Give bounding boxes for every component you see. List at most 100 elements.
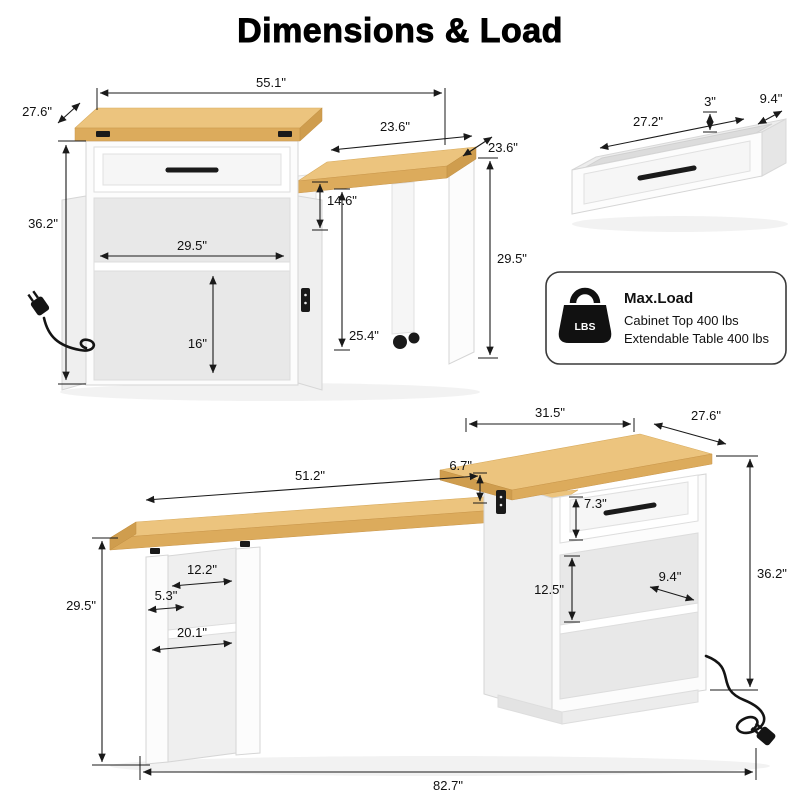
dim-label: 3" — [704, 94, 716, 109]
dim-interior-width: 29.5" — [99, 238, 285, 260]
dim-drawer-height: 7.3" — [569, 496, 607, 541]
power-socket-strip — [301, 288, 310, 312]
dim-label: 23.6" — [380, 119, 410, 134]
desk-diagram: 31.5" 27.6" 6.7" 7.3" 51.2" 12.5" — [66, 405, 787, 793]
dim-label: 23.6" — [488, 140, 518, 155]
weight-body — [558, 305, 612, 343]
support-left-panel — [145, 554, 169, 765]
handle-mount — [603, 510, 609, 516]
power-plug-icon — [27, 290, 50, 316]
plug-body — [30, 296, 50, 316]
cabinet-wood-top-front-edge — [511, 453, 713, 501]
max-load-heading: Max.Load — [624, 290, 693, 307]
handle-mount — [651, 502, 657, 508]
dim-overall-length: 82.7" — [139, 748, 757, 793]
socket-dot — [304, 293, 307, 297]
desk-tabletop-end — [109, 521, 137, 551]
power-cord — [42, 316, 96, 352]
dim-upper-shelf-height: 12.5" — [534, 555, 580, 623]
handle-mount — [691, 165, 697, 171]
dim-label: 9.4" — [659, 569, 682, 584]
bracket — [150, 548, 160, 554]
dim-label: 55.1" — [256, 75, 286, 90]
support-right-panel — [235, 546, 261, 756]
dim-cabinet-height: 36.2" — [710, 455, 787, 691]
caster-wheel — [408, 332, 420, 344]
dim-label: 29.5" — [177, 238, 207, 253]
weight-icon: LBS — [558, 287, 612, 343]
table-right-leg — [448, 157, 475, 365]
dim-cabinet-top-depth: 27.6" — [653, 408, 727, 446]
power-socket-strip — [496, 490, 506, 514]
cabinet-top-end — [299, 107, 323, 142]
plug-prong — [754, 722, 763, 730]
dim-table-height: 29.5" — [478, 157, 527, 359]
dim-label: 16" — [188, 336, 207, 351]
dim-label: 12.5" — [534, 582, 564, 597]
table-mid-support — [391, 181, 415, 335]
dim-label: 6.7" — [449, 458, 472, 473]
dim-label: 29.5" — [497, 251, 527, 266]
dim-table-height: 29.5" — [66, 537, 150, 766]
dim-label: 36.2" — [28, 216, 58, 231]
handle-mount — [165, 167, 171, 173]
cabinet-interior — [93, 197, 291, 381]
cabinet-open-diagram: 55.1" 27.6" 23.6" 23.6" 14.6" 36.2" — [22, 75, 527, 401]
dim-drawer-width: 27.2" — [599, 114, 745, 150]
dim-cabinet-top-width: 31.5" — [465, 405, 635, 432]
cabinet-shelf — [559, 602, 699, 635]
page-title: Dimensions & Load — [237, 12, 563, 50]
max-load-line1: Cabinet Top 400 lbs — [624, 313, 739, 328]
dim-label: 27.2" — [633, 114, 663, 129]
bracket — [96, 131, 110, 137]
weight-label: LBS — [575, 321, 596, 333]
floor-shadow — [572, 216, 788, 232]
dim-drawer-depth: 9.4" — [757, 91, 783, 125]
dim-label: 9.4" — [760, 91, 783, 106]
dim-label: 25.4" — [349, 328, 379, 343]
plug-body — [756, 726, 776, 746]
handle-mount — [213, 167, 219, 173]
dim-table-depth: 23.6" — [462, 136, 518, 157]
drawer-handle — [637, 165, 697, 181]
dim-panel-shelf-depth: 5.3" — [147, 588, 185, 614]
dim-cabinet-height: 36.2" — [28, 140, 86, 385]
bracket — [278, 131, 292, 137]
cabinet-top — [74, 107, 323, 129]
dim-panel-shelf-width: 20.1" — [151, 625, 233, 653]
plug-prong — [32, 290, 39, 299]
dim-under-table-clearance: 25.4" — [334, 188, 379, 351]
dim-label: 82.7" — [433, 778, 463, 793]
dim-label: 20.1" — [177, 625, 207, 640]
dim-label: 7.3" — [584, 496, 607, 511]
plug-prong — [27, 293, 34, 302]
socket-dot — [499, 495, 503, 499]
drawer-diagram: 3" 27.2" 9.4" — [571, 91, 788, 232]
support-interior — [167, 547, 237, 763]
dim-label: 29.5" — [66, 598, 96, 613]
bracket — [240, 541, 250, 547]
dim-top-depth: 27.6" — [22, 102, 81, 124]
dim-overall-width: 55.1" — [96, 75, 446, 145]
dim-label: 12.2" — [187, 562, 217, 577]
weight-handle — [569, 287, 601, 304]
socket-dot — [499, 503, 503, 507]
drawer-handle — [603, 502, 657, 516]
dim-label: 51.2" — [295, 468, 325, 483]
dim-label: 36.2" — [757, 566, 787, 581]
dim-table-length: 23.6" — [330, 119, 473, 153]
max-load-card: LBS Max.Load Cabinet Top 400 lbs Extenda… — [545, 271, 787, 365]
dim-label: 5.3" — [155, 588, 178, 603]
max-load-line2: Extendable Table 400 lbs — [624, 331, 770, 346]
cabinet-plinth-side — [497, 694, 563, 725]
plug-prong — [751, 727, 759, 735]
power-plug-icon — [751, 722, 776, 746]
cabinet-shelf — [93, 261, 291, 272]
dim-label: 27.6" — [691, 408, 721, 423]
dim-label: 31.5" — [535, 405, 565, 420]
dim-lower-clearance: 16" — [188, 275, 217, 374]
caster-wheel — [393, 335, 407, 349]
socket-dot — [304, 301, 307, 305]
